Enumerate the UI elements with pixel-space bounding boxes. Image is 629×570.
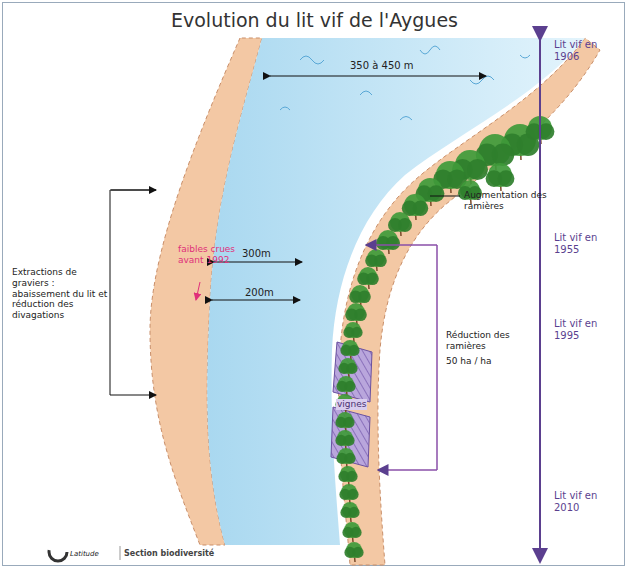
area-label: vignes [336, 399, 367, 410]
timeline-label: Lit vif en 1906 [554, 39, 620, 63]
logo-text: Section biodiversité [124, 549, 214, 559]
callout-label: Augmentation des ramières [464, 190, 554, 212]
callout-label: Réduction des ramières [446, 330, 534, 352]
timeline-label: Lit vif en 2010 [554, 490, 620, 514]
timeline-label: Lit vif en 1955 [554, 232, 620, 256]
note-label: Extractions de graviers : abaissement du… [12, 267, 108, 321]
dimension-label: 300m [242, 248, 271, 260]
title: Evolution du lit vif de l'Aygues [0, 9, 629, 32]
logo-text: Latitude [70, 550, 99, 558]
callout-label: 50 ha / ha [446, 356, 492, 367]
timeline-label: Lit vif en 1995 [554, 318, 620, 342]
dimension-label: 200m [245, 287, 274, 299]
dimension-label: 350 à 450 m [350, 60, 414, 72]
note-label: faibles crues avant 1992 [178, 244, 236, 266]
